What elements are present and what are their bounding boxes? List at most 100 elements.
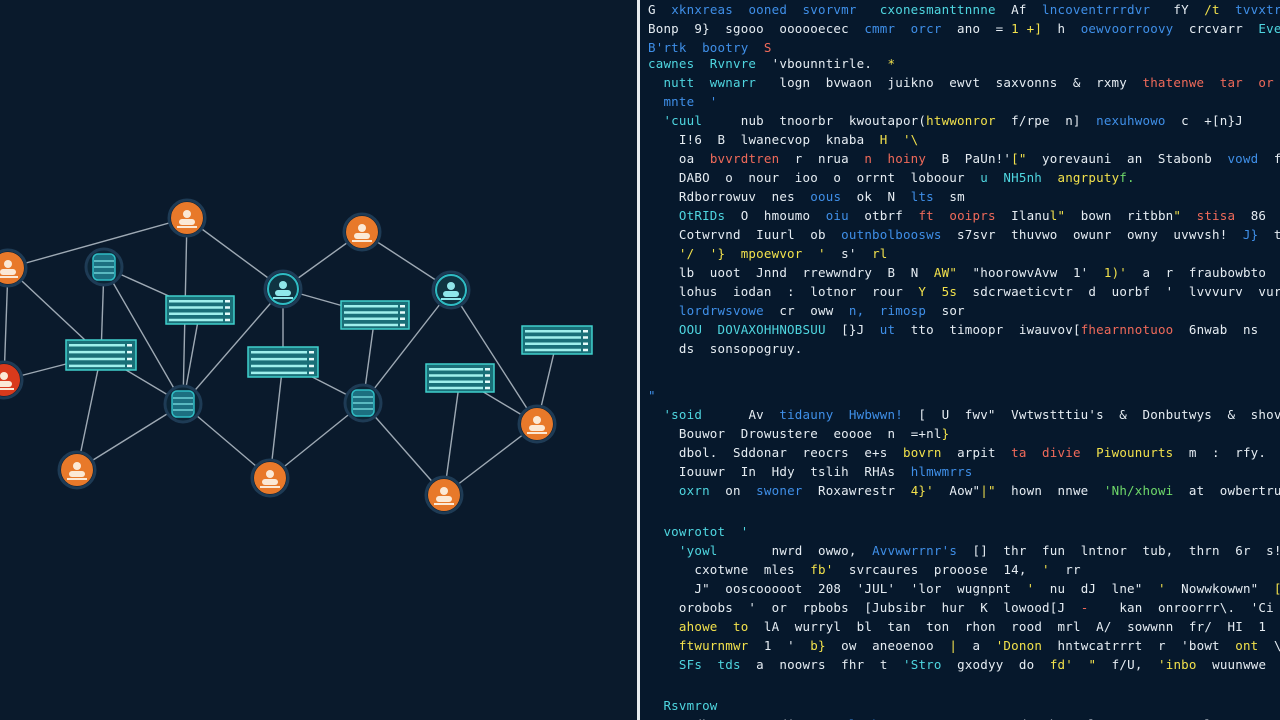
record-card-icon[interactable]	[340, 300, 410, 330]
code-line[interactable]: cawnes Rvnvre 'vbounntirle. *	[648, 56, 895, 72]
user-icon[interactable]	[0, 360, 24, 400]
code-token: m :	[1188, 445, 1236, 460]
code-token: a	[756, 657, 780, 672]
database-icon[interactable]	[84, 247, 124, 287]
code-token: 'soid	[648, 407, 749, 422]
code-token: }	[941, 426, 950, 441]
code-line[interactable]: ds sonsopogruy.	[648, 341, 803, 357]
code-token: uorbf '	[1111, 284, 1174, 299]
code-token: 1 '	[763, 638, 811, 653]
code-token: fd'	[1049, 657, 1089, 672]
code-token: ow	[1143, 717, 1174, 720]
code-token: ,	[648, 717, 687, 720]
code-token: 208	[817, 581, 857, 596]
code-line[interactable]: lb uoot Jnnd rrewwndry B N AW" "hoorowvA…	[648, 265, 1280, 281]
code-token: Drowustere	[740, 426, 834, 441]
user-icon[interactable]	[342, 212, 382, 252]
code-line[interactable]: , sdb 'ooc rdiew ' lorbrrp nmor 'ooc nd …	[648, 717, 1266, 720]
record-card-icon[interactable]	[165, 295, 235, 325]
code-token: sor	[941, 303, 965, 318]
code-token: nd	[1011, 717, 1042, 720]
code-line[interactable]: OOU DOVAXOHHNOBSUU [}J ut tto timoopr iw…	[648, 322, 1258, 338]
code-token: wugnpnt	[957, 581, 1027, 596]
code-line[interactable]: Rsvmrow	[648, 698, 718, 714]
code-token: oous	[810, 189, 857, 204]
code-token: at	[1188, 483, 1220, 498]
code-token: '	[1026, 581, 1050, 596]
database-icon[interactable]	[163, 384, 203, 424]
user-icon[interactable]	[57, 450, 97, 490]
code-token: fr/	[1188, 619, 1228, 634]
code-token: ont	[1235, 638, 1274, 653]
code-line[interactable]: Cotwrvnd Iuurl ob outnbolboosws s7svr th…	[648, 227, 1280, 243]
code-line[interactable]: SFs tds a noowrs fhr t 'Stro gxodyy do f…	[648, 657, 1280, 673]
code-line[interactable]: ahowe to lA wurryl bl tan ton rhon rood …	[648, 619, 1280, 635]
user-icon[interactable]	[517, 404, 557, 444]
code-token: hur	[941, 600, 981, 615]
code-line[interactable]: 'cuul nub tnoorbr kwoutapor(htwwonror f/…	[648, 113, 1243, 129]
code-token: owwo,	[817, 543, 873, 558]
code-token: J}	[1242, 227, 1274, 242]
user-icon[interactable]	[263, 269, 303, 309]
record-card-icon[interactable]	[425, 363, 495, 393]
code-line[interactable]: OtRIDs O hmoumo oiu otbrf ft ooiprs Ilan…	[648, 208, 1280, 224]
code-token: logn bvwaon juikno ewvt	[779, 75, 996, 90]
code-line[interactable]: G xknxreas ooned svorvmr cxonesmanttnnne…	[648, 2, 1280, 18]
database-icon[interactable]	[343, 383, 383, 423]
pane-divider[interactable]	[637, 0, 640, 720]
code-line[interactable]: mnte '	[648, 94, 718, 110]
code-token: do	[1018, 657, 1050, 672]
code-token: thatenwe tar or tuwwnie	[1142, 75, 1274, 90]
code-token: nub tnoorbr kwoutapor(	[740, 113, 927, 128]
code-token: ton	[926, 619, 965, 634]
code-token: owbertrunore	[1219, 483, 1280, 498]
code-line[interactable]: nutt wwnarr logn bvwaon juikno ewvt saxv…	[648, 75, 1280, 91]
code-line[interactable]: Rdborrowuv nes oous ok N lts sm	[648, 189, 965, 205]
code-line[interactable]: oa bvvrdtren r nrua n hoiny B PaUn!'[" y…	[648, 151, 1280, 167]
code-token: thuvwo	[1011, 227, 1073, 242]
code-line[interactable]: '/ '} mpoewvor ' s' rl	[648, 246, 888, 262]
code-token: fhearnnotuoo	[1080, 322, 1189, 337]
record-card-icon[interactable]	[65, 339, 137, 371]
graph-edge	[450, 289, 538, 425]
code-token: s!,	[1266, 543, 1280, 558]
user-icon[interactable]	[167, 198, 207, 238]
code-line[interactable]: B'rtk bootry S	[648, 40, 772, 56]
code-token: ow	[841, 638, 873, 653]
code-line[interactable]: I!6 B lwanecvop knaba H '\	[648, 132, 918, 148]
code-token: [	[1274, 581, 1280, 596]
code-line[interactable]: lordrwsvowe cr oww n, rimosp sor	[648, 303, 965, 319]
code-line[interactable]: orobobs ' or rpbobs [Jubsibr hur K lowoo…	[648, 600, 1280, 616]
code-line[interactable]: lohus iodan : lotnor rour Y 5s sdcrwaeti…	[648, 284, 1280, 300]
code-line[interactable]: Iouuwr In Hdy tslih RHAs hlmwmrrs	[648, 464, 973, 480]
code-token: hntwcatrrrt	[1057, 638, 1158, 653]
code-token: yorevauni an Stabonb	[1042, 151, 1228, 166]
code-line[interactable]: oxrn on swoner Roxawrestr 4}' Aow"|" how…	[648, 483, 1280, 499]
code-line[interactable]: "	[648, 388, 656, 404]
code-line[interactable]: DABO o nour ioo o orrnt loboour u NH5nh …	[648, 170, 1135, 186]
code-line[interactable]: 'yowl nwrd owwo, Avvwwrrnr's [] thr fun …	[648, 543, 1280, 559]
code-token: Rsvmrow	[648, 698, 718, 713]
code-token: hown nnwe	[1011, 483, 1104, 498]
code-line[interactable]: dbol. Sddonar reocrs e+s bovrn arpit ta …	[648, 445, 1266, 461]
code-token: Af	[1011, 2, 1027, 17]
code-token: nes	[771, 189, 811, 204]
user-icon[interactable]	[431, 270, 471, 310]
code-line[interactable]: Bouwor Drowustere eoooe n =+nl}	[648, 426, 949, 442]
user-icon[interactable]	[424, 475, 464, 515]
code-token: '/ '} mpoewvor '	[648, 246, 826, 261]
graph-edge	[186, 217, 284, 290]
record-card-icon[interactable]	[247, 346, 319, 378]
user-icon[interactable]	[250, 458, 290, 498]
code-line[interactable]: 'soid Av tidauny Hwbwwn! [ U fwv" Vwtwst…	[648, 407, 1280, 423]
code-editor-panel[interactable]: G xknxreas ooned svorvmr cxonesmanttnnne…	[640, 0, 1280, 720]
code-line[interactable]: J" ooscooooot 208 'JUL' 'lor wugnpnt ' n…	[648, 581, 1280, 597]
code-line[interactable]: vowrotot '	[648, 524, 748, 540]
record-card-icon[interactable]	[521, 325, 593, 355]
code-token: shovurv{	[1250, 407, 1280, 422]
code-line[interactable]: cxotwne mles fb' svrcaures prooose 14, '…	[648, 562, 1081, 578]
code-line[interactable]: Bonp 9} sgooo oooooecec cmmr orcr ano = …	[648, 21, 1280, 37]
code-token: rr	[1065, 562, 1081, 577]
user-icon[interactable]	[0, 248, 28, 288]
code-line[interactable]: ftwurnmwr 1 ' b} ow aneoenoo | a 'Donon …	[648, 638, 1280, 654]
